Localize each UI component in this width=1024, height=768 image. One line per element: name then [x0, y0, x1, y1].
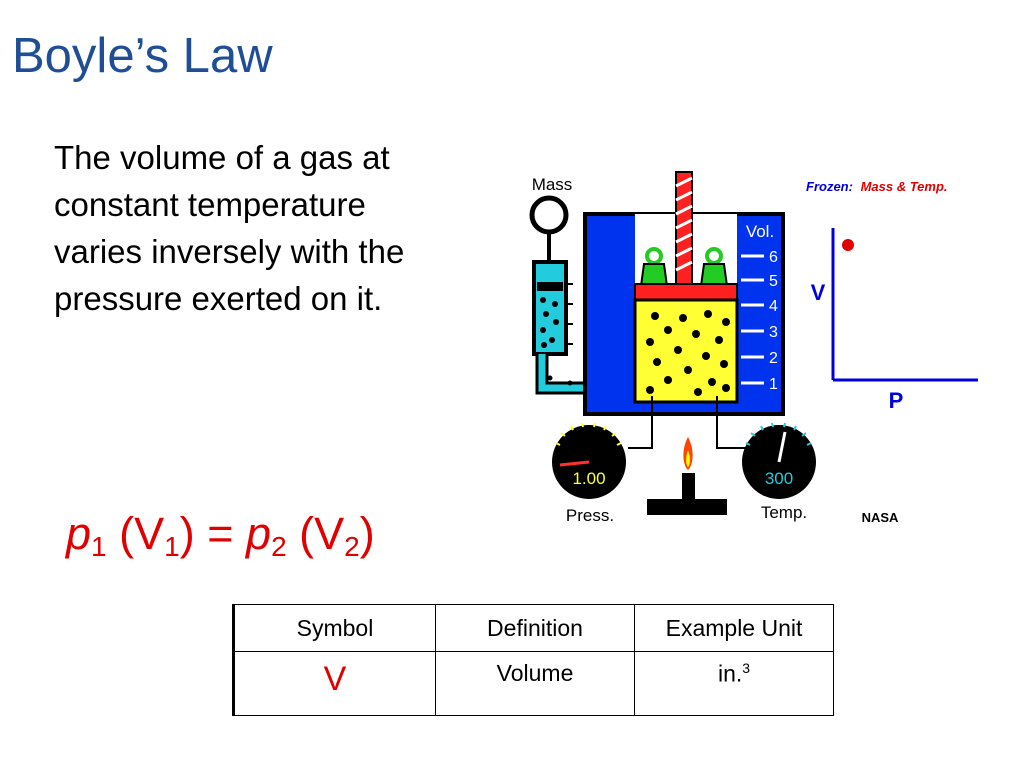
- mass-gauge: [529, 195, 569, 235]
- gas-molecules: [646, 310, 730, 396]
- table-header-row: Symbol Definition Example Unit: [233, 604, 834, 652]
- unit-exponent: 3: [742, 660, 751, 676]
- vol-label: Vol.: [746, 222, 774, 241]
- header-definition: Definition: [435, 604, 635, 652]
- body-line: constant temperature: [54, 186, 366, 223]
- pv-graph-x-label: P: [889, 388, 904, 413]
- temp-label: Temp.: [761, 503, 807, 522]
- cell-definition: Volume: [435, 651, 635, 716]
- eq-p2: p: [246, 508, 272, 559]
- eq-equals: =: [207, 508, 234, 559]
- eq-open-1: (: [119, 508, 135, 559]
- eq-sub-2: 1: [164, 531, 180, 562]
- burner: [647, 437, 727, 515]
- eq-close-2: ): [359, 508, 375, 559]
- eq-p1: p: [66, 508, 92, 559]
- credit-label: NASA: [862, 510, 899, 525]
- vol-scale: [741, 254, 764, 385]
- header-example-unit: Example Unit: [634, 604, 834, 652]
- body-text: The volume of a gas at constant temperat…: [54, 134, 494, 322]
- temp-line: [716, 396, 745, 449]
- piston: [634, 283, 738, 301]
- symbol-value: V: [323, 660, 347, 698]
- eq-open-2: (: [299, 508, 315, 559]
- temp-value: 300: [765, 469, 793, 488]
- vol-tick-5: 5: [769, 273, 778, 290]
- table-row: V Volume in.3: [233, 651, 834, 716]
- slide-title: Boyle’s Law: [12, 29, 273, 83]
- body-line: pressure exerted on it.: [54, 280, 383, 317]
- cell-symbol: V: [233, 651, 436, 716]
- vol-tick-6: 6: [769, 249, 778, 266]
- pv-graph-y-label: V: [811, 280, 826, 305]
- temperature-gauge: 300: [742, 422, 816, 499]
- press-line: [628, 396, 653, 449]
- unit-value: in.: [717, 660, 743, 687]
- pressure-gauge: 1.00: [552, 422, 626, 499]
- frozen-prefix: Frozen:: [806, 179, 853, 194]
- press-value: 1.00: [572, 469, 605, 488]
- eq-close-1: ): [179, 508, 195, 559]
- eq-sub-3: 2: [271, 531, 287, 562]
- vol-tick-1: 1: [769, 376, 778, 393]
- body-line: varies inversely with the: [54, 233, 405, 270]
- symbol-table: Symbol Definition Example Unit V Volume …: [232, 604, 834, 716]
- weights: [639, 247, 729, 287]
- frozen-label: Frozen: Mass & Temp.: [806, 179, 948, 194]
- boyles-law-equation: p1 (V1) = p2 (V2): [66, 508, 375, 563]
- eq-sub-4: 2: [344, 531, 360, 562]
- mass-label: Mass: [532, 175, 573, 194]
- boyles-law-apparatus-figure: Mass: [529, 171, 978, 525]
- pv-graph: V P: [811, 228, 978, 413]
- cell-unit: in.3: [634, 651, 834, 716]
- eq-v2: V: [314, 508, 345, 559]
- vol-tick-3: 3: [769, 324, 778, 341]
- header-symbol: Symbol: [233, 604, 436, 652]
- eq-v1: V: [134, 508, 165, 559]
- press-label: Press.: [566, 506, 614, 525]
- body-line: The volume of a gas at: [54, 139, 390, 176]
- pv-graph-point: [842, 239, 854, 251]
- vol-tick-4: 4: [769, 298, 778, 315]
- frozen-items: Mass & Temp.: [861, 179, 948, 194]
- vol-scale-numbers: 6 5 4 3 2 1: [769, 249, 778, 393]
- vol-tick-2: 2: [769, 350, 778, 367]
- eq-sub-1: 1: [91, 531, 107, 562]
- piston-rod-stripes: [675, 176, 693, 272]
